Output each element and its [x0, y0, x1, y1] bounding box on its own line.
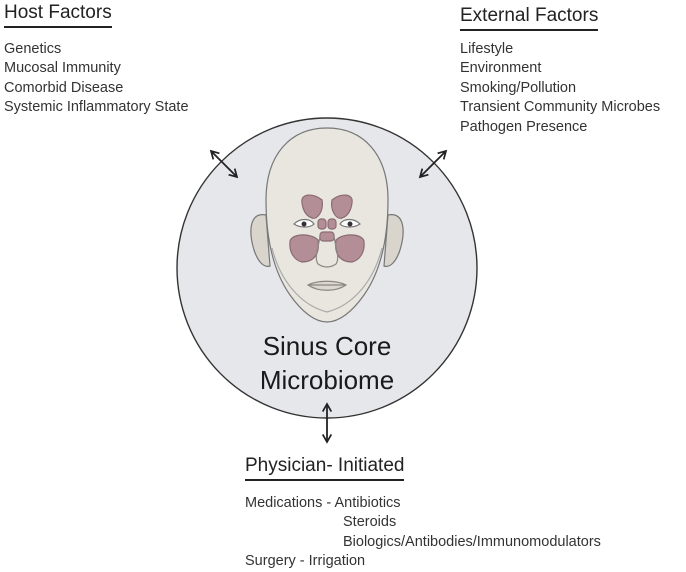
list-item: Mucosal Immunity	[4, 60, 121, 77]
physician-initiated-heading: Physician- Initiated	[245, 455, 405, 481]
list-item: Medications - Antibiotics	[245, 495, 401, 511]
external-factors-list: Lifestyle Environment Smoking/Pollution …	[460, 40, 660, 137]
core-title-line1: Sinus Core	[262, 331, 392, 361]
list-item: Systemic Inflammatory State	[4, 99, 189, 116]
face-illustration	[250, 127, 404, 323]
physician-initiated-section: Physician- Initiated Medications - Antib…	[245, 455, 601, 572]
list-item: Surgery - Irrigation	[245, 553, 366, 570]
list-item: Genetics	[4, 41, 62, 57]
host-factors-heading: Host Factors	[4, 2, 112, 28]
list-item: Steroids	[343, 514, 397, 531]
list-item: Transient Community Microbes	[460, 99, 661, 116]
external-factors-section: External Factors Lifestyle Environment S…	[460, 5, 660, 137]
host-factors-section: Host Factors Genetics Mucosal Immunity C…	[4, 2, 189, 118]
double-arrow-icon	[418, 149, 448, 179]
list-item: Comorbid Disease	[4, 79, 124, 96]
external-factors-heading: External Factors	[460, 5, 599, 31]
double-arrow-icon	[209, 149, 239, 179]
list-item: Smoking/Pollution	[460, 79, 577, 96]
list-item: Biologics/Antibodies/Immunomodulators	[343, 533, 601, 550]
host-factors-list: Genetics Mucosal Immunity Comorbid Disea…	[4, 40, 189, 118]
core-title-line2: Microbiome	[259, 365, 395, 395]
physician-list: Medications - Antibiotics Steroids Biolo…	[245, 494, 601, 572]
list-item: Environment	[460, 60, 542, 77]
list-item: Lifestyle	[460, 41, 514, 57]
list-item: Pathogen Presence	[460, 118, 588, 135]
